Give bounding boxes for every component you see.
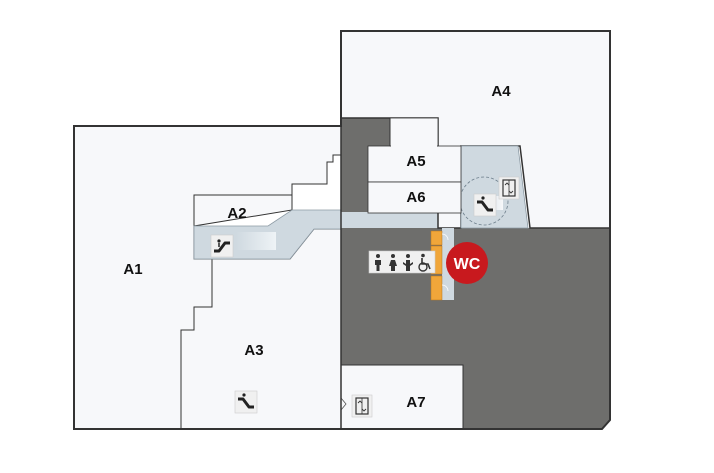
label-a4: A4 [491,83,511,100]
elevator-icon[interactable] [351,394,373,418]
wheelchair-icon [418,253,431,272]
escalator-icon[interactable] [473,193,497,217]
a7-entrance [341,382,350,420]
unit-a5[interactable] [367,145,462,183]
wc-badge[interactable]: WC [446,242,488,284]
restroom-icons [368,250,436,274]
label-a6: A6 [406,189,425,206]
label-a3: A3 [244,342,263,359]
label-a2: A2 [227,205,246,222]
escalator-circle [459,176,509,226]
floor-outline [73,30,611,430]
label-a1: A1 [123,261,142,278]
elevator-icon[interactable] [498,176,520,200]
baby-change-icon [403,254,413,271]
escalator-icon[interactable] [210,234,234,258]
escalator-icon[interactable] [234,390,258,414]
female-icon [389,254,397,271]
unit-a6[interactable] [367,181,462,214]
escalator-run-a2 [236,232,276,250]
label-a5: A5 [406,153,425,170]
male-icon [375,254,381,271]
label-a7: A7 [406,394,425,411]
unit-a5-top [389,117,439,147]
wc-label: WC [454,256,481,273]
